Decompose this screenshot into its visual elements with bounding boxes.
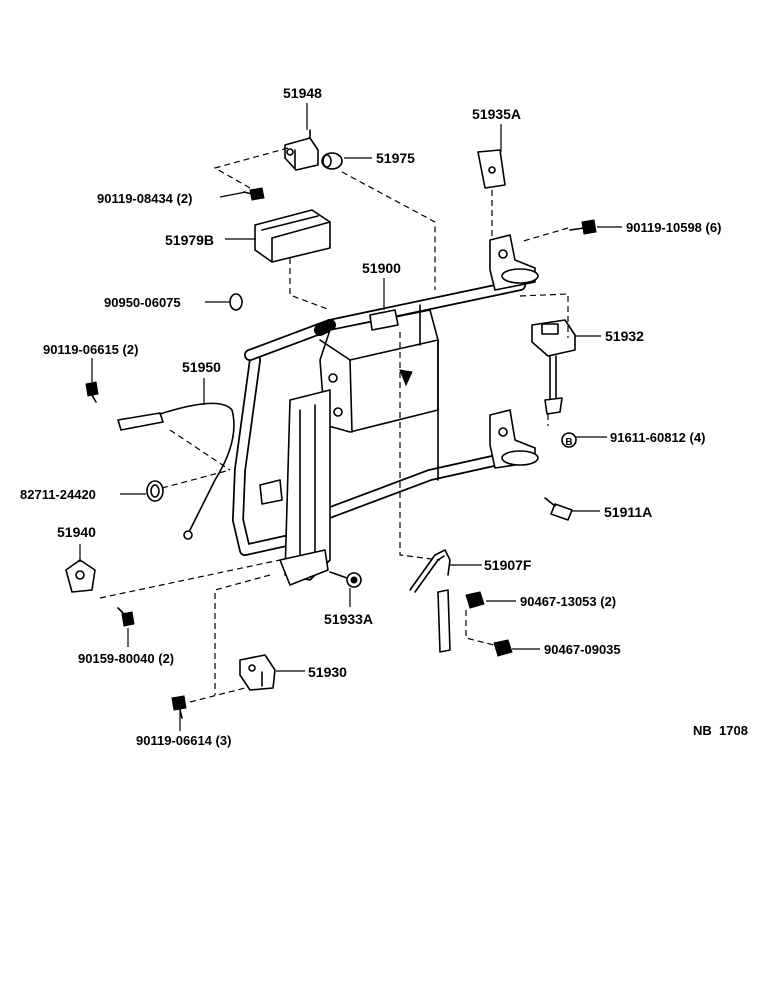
leader-lines — [79, 103, 622, 731]
label-90119-06615: 90119-06615 (2) — [43, 342, 138, 357]
label-90119-06614: 90119-06614 (3) — [136, 733, 231, 748]
screw-90159-80040 — [117, 607, 135, 627]
label-51979B: 51979B — [165, 232, 214, 248]
label-90159-80040: 90159-80040 (2) — [78, 651, 174, 666]
nut-51933A — [329, 571, 362, 588]
label-91611-60812: 91611-60812 (4) — [610, 430, 705, 445]
label-51932: 51932 — [605, 328, 644, 344]
label-51948: 51948 — [283, 85, 322, 101]
label-51911A: 51911A — [604, 504, 652, 520]
label-51975: 51975 — [376, 150, 415, 166]
plate-51935A — [477, 149, 506, 189]
label-51930: 51930 — [308, 664, 347, 680]
lock-51930 — [239, 654, 276, 691]
cable-51950 — [117, 402, 235, 540]
diagram-code: NB 1708 — [693, 723, 748, 738]
label-90119-10598: 90119-10598 (6) — [626, 220, 721, 235]
label-51907F: 51907F — [484, 557, 532, 573]
part-labels: 51948 51975 51935A 90119-08434 (2) 90119… — [20, 85, 748, 748]
latch-51932 — [531, 319, 576, 415]
ring-90950-06075 — [229, 293, 243, 311]
clip-90467-13053 — [465, 591, 485, 609]
label-51933A: 51933A — [324, 611, 373, 627]
clip-90467-09035 — [493, 639, 513, 657]
label-82711-24420: 82711-24420 — [20, 487, 96, 502]
label-51900: 51900 — [362, 260, 401, 276]
reference-lines — [99, 147, 569, 703]
clamp-82711-24420 — [146, 480, 164, 502]
label-51950: 51950 — [182, 359, 221, 375]
bolt-90119-06614 — [171, 695, 187, 719]
bolt-51911A — [544, 497, 573, 521]
label-51935A: 51935A — [472, 106, 521, 122]
label-51940: 51940 — [57, 524, 96, 540]
callout-mark-B: B — [561, 432, 577, 448]
bolt-90119-06615 — [85, 381, 99, 403]
handle-51907F — [409, 549, 451, 653]
bracket-51940 — [65, 559, 96, 593]
carrier-frame-51900 — [232, 234, 539, 586]
bolt-90119-10598 — [569, 219, 597, 235]
label-90467-13053: 90467-13053 (2) — [520, 594, 616, 609]
label-90119-08434: 90119-08434 (2) — [97, 191, 192, 206]
bolt-90119-08434 — [243, 187, 265, 201]
bracket-51948 — [284, 129, 319, 171]
label-90467-09035: 90467-09035 — [544, 642, 621, 657]
label-90950-06075: 90950-06075 — [104, 295, 181, 310]
mark-letter: B — [565, 437, 572, 448]
cushion-51975 — [321, 152, 343, 170]
block-51979B — [254, 209, 331, 263]
